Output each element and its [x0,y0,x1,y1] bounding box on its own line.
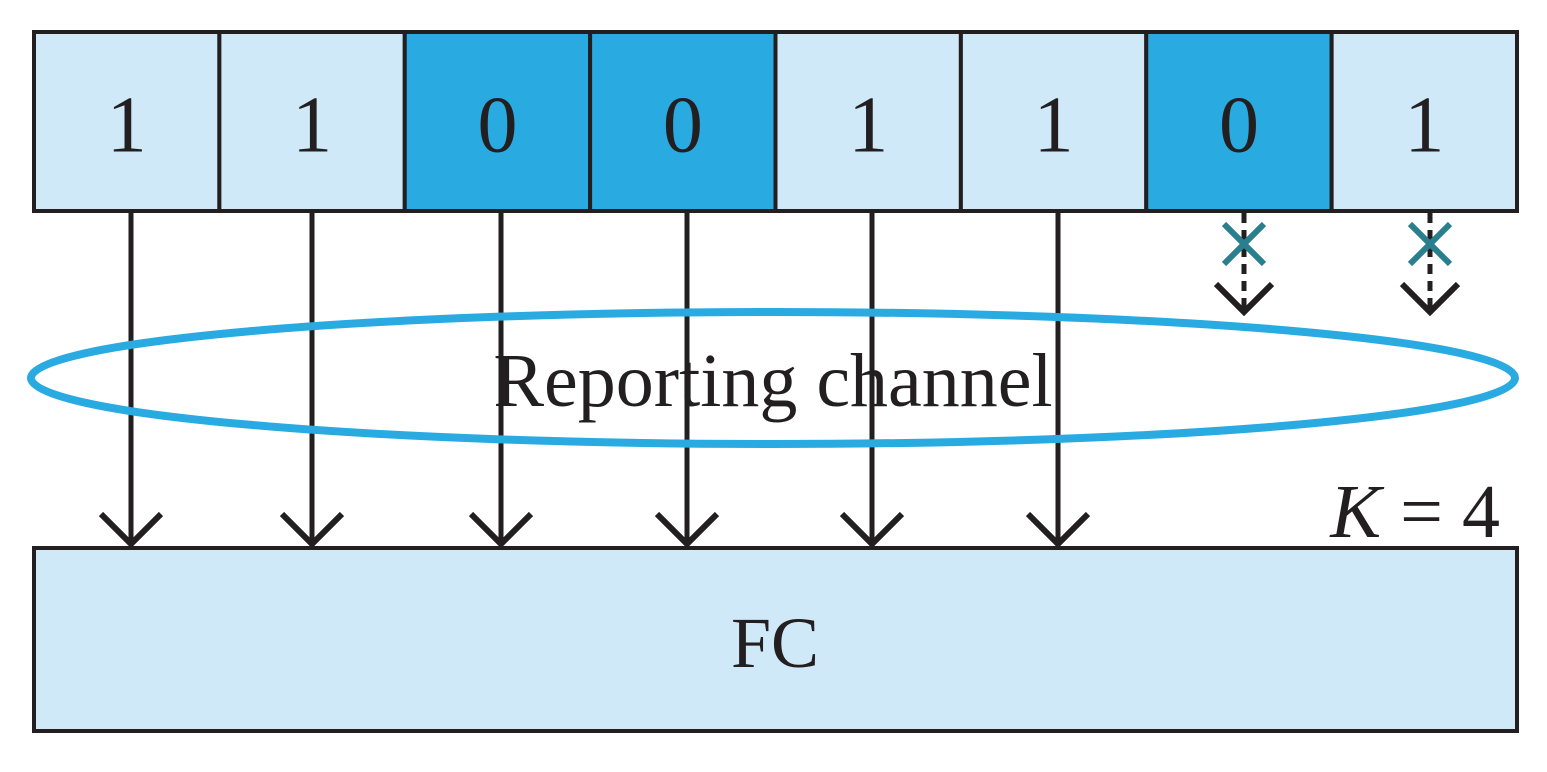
bit-cell: 1 [217,30,407,213]
arrow-head [98,511,164,549]
bit-cell: 0 [1144,30,1334,213]
report-arrow [839,213,905,549]
bit-value: 1 [107,82,147,170]
bit-cell-box [1144,30,1334,213]
reporting-channel: Reporting channel [27,308,1519,448]
bit-value: 1 [1404,82,1444,170]
bit-row: 1 1 0 0 1 1 0 1 [32,30,1519,213]
cross-icon [1407,221,1453,267]
cross-icon [1221,221,1267,267]
bit-value: 1 [1034,82,1074,170]
blocked-arrow [1399,213,1461,317]
bit-value: 1 [292,82,332,170]
k-label: K = 4 [1329,470,1500,554]
report-arrows [98,213,1461,549]
bit-value: 0 [477,82,517,170]
bit-cell-box [402,30,593,213]
bit-value: 1 [848,82,888,170]
bit-cell: 1 [958,30,1149,213]
arrow-head [1399,281,1461,317]
report-arrow [1025,213,1091,549]
report-arrow [654,213,720,549]
fc-box [32,546,1519,733]
bit-cell: 0 [402,30,593,213]
fc-label: FC [731,603,819,683]
arrow-head [839,511,905,549]
bit-value: 0 [1219,82,1259,170]
report-arrow [279,213,345,549]
bit-cell: 0 [588,30,778,213]
bit-cell-box [217,30,407,213]
channel-ellipse [27,308,1519,448]
fusion-center: FC [32,546,1519,733]
bit-value: 0 [663,82,703,170]
k-variable: K [1329,470,1384,554]
arrow-head [1213,281,1275,317]
channel-label: Reporting channel [493,339,1052,423]
bit-cell-box [773,30,963,213]
bit-cell-box [1329,30,1519,213]
arrow-head [654,511,720,549]
bit-cell: 1 [32,30,222,213]
arrow-head [468,511,534,549]
k-value: = 4 [1381,470,1500,554]
report-arrow [98,213,164,549]
arrow-head [1025,511,1091,549]
bit-cell: 1 [773,30,963,213]
arrow-head [279,511,345,549]
blocked-arrow [1213,213,1275,317]
bit-cell-box [958,30,1149,213]
report-arrow [468,213,534,549]
bit-cell-box [32,30,222,213]
bit-cell: 1 [1329,30,1519,213]
